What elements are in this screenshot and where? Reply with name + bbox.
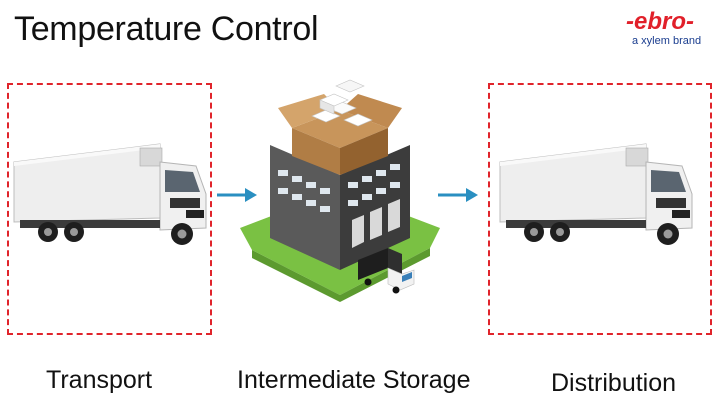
flow-arrow-icon (438, 188, 478, 202)
ebro-logo: -ebro- a xylem brand (612, 8, 712, 52)
distribution-dashed-frame (488, 83, 712, 335)
distribution-truck-icon (499, 143, 693, 245)
flow-arrow-icon (217, 188, 257, 202)
stage-label-transport: Transport (46, 366, 153, 394)
transport-truck-icon (13, 143, 207, 245)
stage-label-intermediate-storage: Intermediate Storage (237, 366, 471, 394)
logo-subtitle: a xylem brand (632, 35, 702, 47)
slide-title: Temperature Control (14, 10, 319, 48)
logo-wordmark: -ebro- (626, 8, 694, 35)
transport-dashed-frame (7, 83, 212, 335)
stage-label-distribution: Distribution (551, 369, 677, 397)
warehouse-icon (240, 79, 440, 302)
